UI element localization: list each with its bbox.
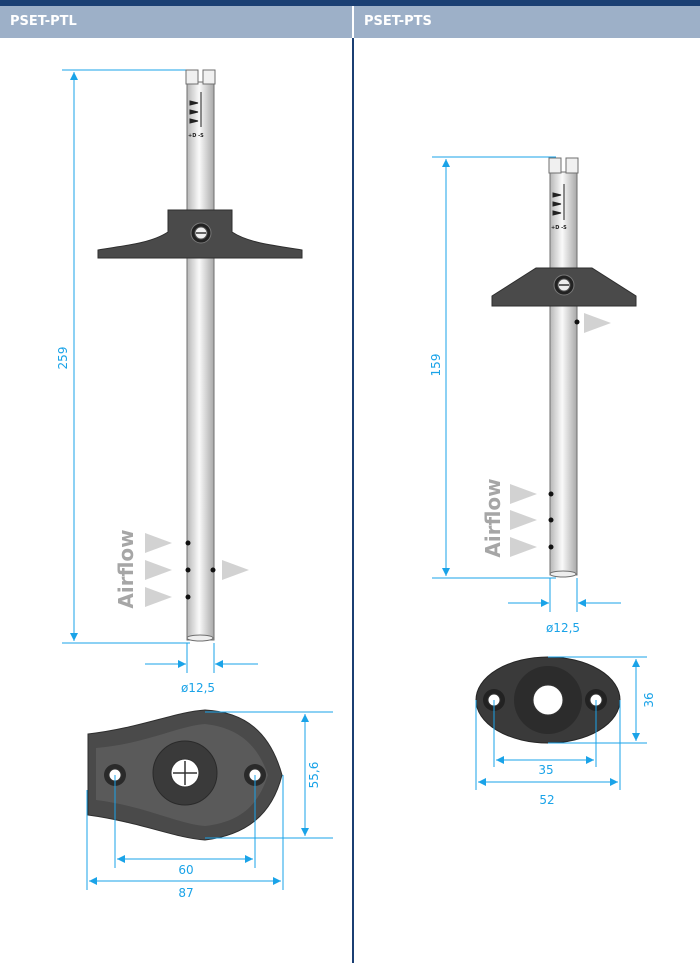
ptl-flange-screw <box>190 222 212 244</box>
ptl-base-height-dimension <box>205 711 333 839</box>
pts-probe-tube <box>549 171 578 576</box>
top-bar <box>0 0 700 6</box>
header-pts: PSET-PTS <box>354 6 700 38</box>
header-separator <box>352 6 354 38</box>
ptl-hole-spacing-label: 60 <box>178 863 193 877</box>
pts-pressure-markers <box>552 184 565 220</box>
ptl-center-cross <box>173 761 197 785</box>
pts-tube-end <box>549 570 577 578</box>
ptl-side-view: 259 +D -S <box>56 69 303 695</box>
pts-probe-tip <box>548 157 579 174</box>
pts-diameter-dimension <box>508 578 621 612</box>
ptl-pressure-markers <box>189 92 202 127</box>
ptl-height-dimension <box>62 69 190 644</box>
ptl-airflow-label: Airflow <box>114 529 138 608</box>
pts-base-top-view: 36 35 52 <box>475 656 656 807</box>
pts-diameter-label: ø12,5 <box>546 621 580 635</box>
pts-height-label: 159 <box>429 354 443 377</box>
pts-airflow-holes <box>548 319 580 550</box>
header-ptl: PSET-PTL <box>0 6 352 38</box>
ptl-port-labels: +D -S <box>188 133 204 139</box>
pts-height-dimension <box>432 156 556 579</box>
ptl-base-height-label: 55,6 <box>307 762 321 789</box>
pts-base-width-label: 52 <box>539 793 554 807</box>
pts-hole-spacing-label: 35 <box>538 763 553 777</box>
ptl-diameter-dimension <box>145 643 258 673</box>
pts-hole-spacing-dimension <box>493 700 597 767</box>
ptl-tube-end <box>186 634 214 642</box>
ptl-diameter-label: ø12,5 <box>181 681 215 695</box>
pts-port-labels: +D -S <box>551 225 567 231</box>
column-divider <box>352 38 354 963</box>
pts-flange-screw <box>553 274 575 296</box>
ptl-probe-tip <box>185 69 216 85</box>
ptl-airflow-holes <box>185 540 216 600</box>
pts-airflow-arrows <box>510 313 611 557</box>
pts-base-height-label: 36 <box>642 692 656 707</box>
pts-side-view: 159 +D -S <box>429 156 637 635</box>
ptl-airflow-arrows <box>145 533 249 607</box>
pts-airflow-label: Airflow <box>481 478 505 557</box>
ptl-probe-tube <box>186 81 215 641</box>
ptl-height-label: 259 <box>56 347 70 370</box>
ptl-base-top-view: 55,6 60 87 <box>86 709 333 900</box>
ptl-base-width-label: 87 <box>178 886 193 900</box>
pts-base-width-dimension <box>475 700 621 790</box>
ptl-base-width-dimension <box>86 775 284 890</box>
pts-center-hole <box>532 684 564 716</box>
ptl-hole-spacing-dimension <box>114 775 256 868</box>
pts-base-height-dimension <box>548 656 647 744</box>
